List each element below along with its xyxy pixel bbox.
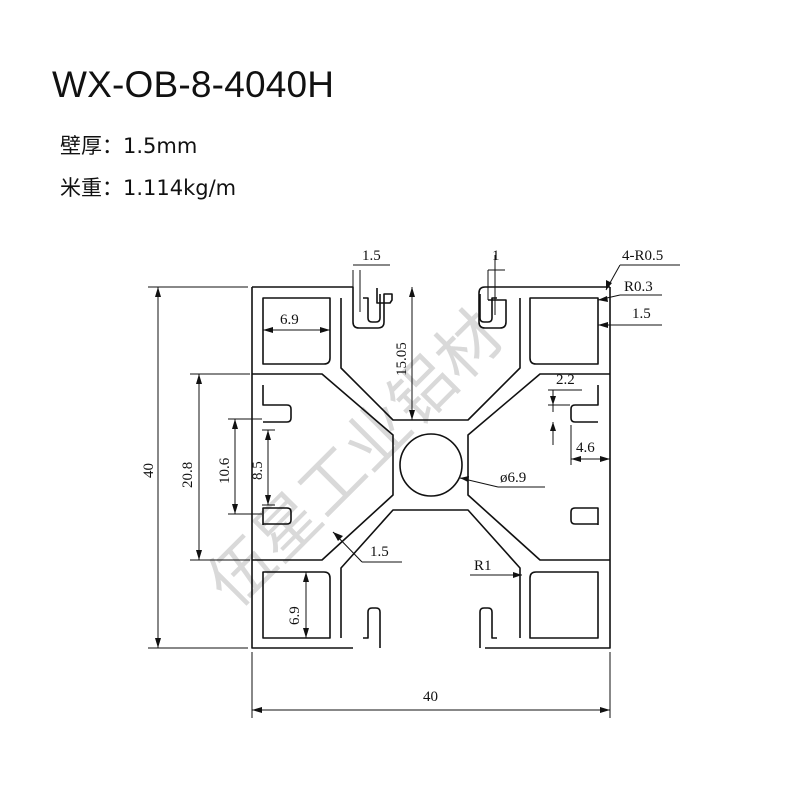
top-slot-lip-right — [479, 294, 497, 323]
dimension-labels: 40 40 20.8 10.6 8.5 15.05 6.9 6.9 1.5 1 … — [141, 248, 663, 705]
right-slot-channel — [467, 373, 610, 561]
dim-web-thickness: 1.5 — [370, 544, 389, 560]
wall-thickness-label: 壁厚： — [60, 134, 123, 158]
weight-label: 米重： — [60, 176, 123, 200]
dim-fillet: R1 — [474, 558, 492, 574]
outer-contour — [251, 286, 611, 649]
top-right-chamber — [529, 297, 599, 365]
dim-lip-width: 4.6 — [576, 440, 595, 456]
dimension-lines — [148, 255, 680, 718]
dim-inner-radius: R0.3 — [624, 279, 653, 295]
dim-center-hole: ø6.9 — [500, 470, 526, 486]
wall-thickness-spec: 壁厚：1.5mm — [60, 136, 197, 157]
dim-slot-middle: 10.6 — [217, 457, 233, 484]
arrowheads — [155, 280, 612, 713]
profile-title: WX-OB-8-4040H — [52, 64, 335, 105]
bottom-slot-channel — [340, 509, 521, 648]
dim-cavity-width: 6.9 — [280, 312, 299, 328]
dim-overall-width: 40 — [423, 689, 438, 705]
profile-outline — [251, 286, 611, 649]
dim-slot-inner: 8.5 — [250, 461, 266, 480]
dim-overall-height: 40 — [141, 463, 157, 478]
bottom-right-chamber — [529, 571, 599, 639]
dim-slot-outer: 20.8 — [180, 462, 196, 488]
dim-wall-right: 1.5 — [632, 306, 651, 322]
dim-lip-height: 2.2 — [556, 372, 575, 388]
dim-slot-lip: 1 — [492, 248, 500, 264]
dim-wall-top: 1.5 — [362, 248, 381, 264]
top-left-chamber — [262, 297, 331, 365]
weight-per-meter-spec: 米重：1.114kg/m — [60, 178, 236, 199]
dim-slot-depth: 15.05 — [394, 342, 410, 376]
center-hole — [399, 433, 463, 497]
top-slot-channel — [340, 294, 521, 421]
dim-cavity-height: 6.9 — [287, 606, 303, 625]
dim-corner-radius: 4-R0.5 — [622, 248, 663, 264]
weight-value: 1.114kg/m — [123, 176, 237, 200]
bottom-left-chamber — [262, 571, 331, 639]
watermark: 伍星工业铝材 — [194, 297, 518, 621]
wall-thickness-value: 1.5mm — [123, 134, 198, 158]
left-slot-channel — [252, 373, 394, 561]
